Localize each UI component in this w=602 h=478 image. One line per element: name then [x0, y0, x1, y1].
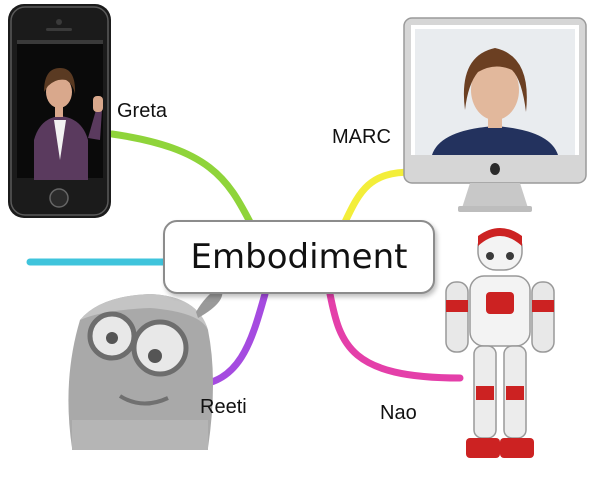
label-greta: Greta: [117, 100, 168, 122]
label-marc: MARC: [332, 126, 391, 148]
branch-nao-line: [326, 290, 464, 382]
central-topic: Embodiment: [163, 220, 435, 294]
branch-greta-line: [108, 130, 254, 226]
reeti-robot-image: [68, 286, 223, 450]
nao-robot-image: [445, 228, 555, 458]
label-nao: Nao: [380, 402, 417, 424]
smartphone-image: [8, 4, 111, 218]
label-reeti: Reeti: [200, 396, 247, 418]
monitor-image: [403, 17, 587, 212]
branch-marc-line: [341, 168, 416, 226]
central-topic-label: Embodiment: [190, 237, 408, 277]
